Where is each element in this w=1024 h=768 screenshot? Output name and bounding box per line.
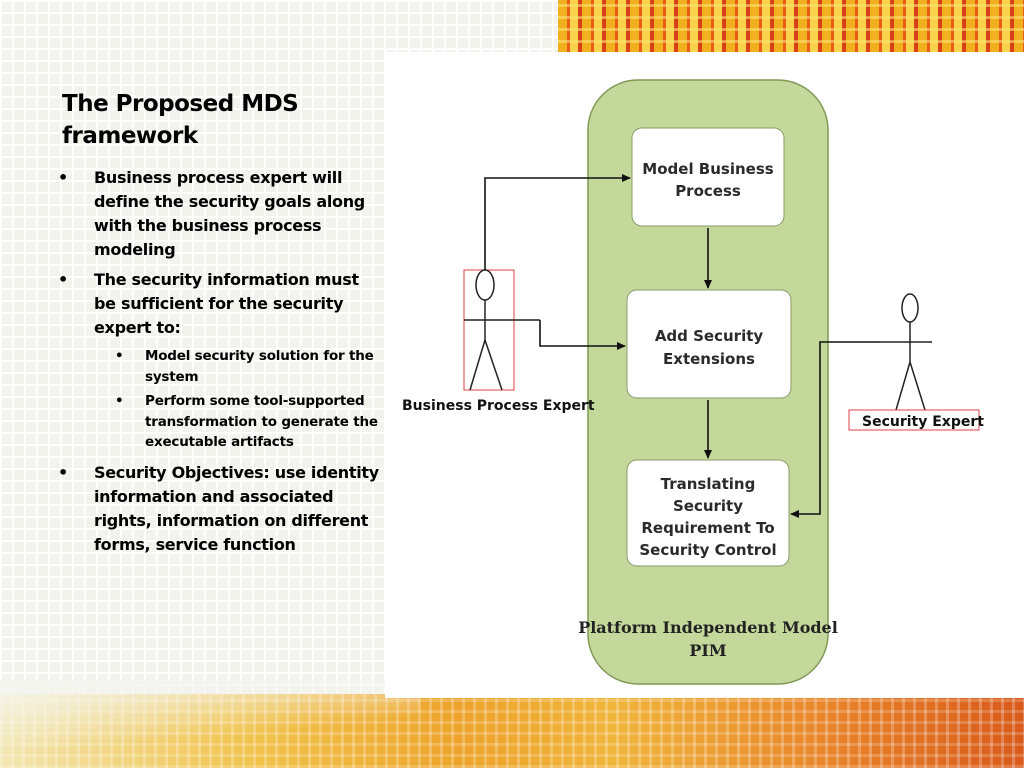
box-label-line: Model Business xyxy=(642,160,773,178)
security-expert-actor xyxy=(848,293,980,431)
model-business-process-box xyxy=(631,127,785,227)
box-label-line: Extensions xyxy=(663,350,755,368)
sub-bullet-item: • Model security solution for the system xyxy=(58,346,383,387)
sub-bullet-item: • Perform some tool-supported transforma… xyxy=(58,391,383,453)
bullet-text: Model security solution for the system xyxy=(145,348,374,385)
translating-security-box xyxy=(626,459,790,567)
bullet-item: • Security Objectives: use identity info… xyxy=(58,461,383,557)
business-process-expert-actor xyxy=(463,269,540,391)
bullet-glyph: • xyxy=(115,348,124,364)
bullet-text: Business process expert will define the … xyxy=(94,168,365,259)
bullet-glyph: • xyxy=(58,168,68,187)
box-label-line: Security Control xyxy=(639,541,776,559)
arrow-security-expert-to-box3 xyxy=(790,341,880,518)
pim-label-line1: Platform Independent Model xyxy=(578,618,838,637)
bullet-glyph: • xyxy=(58,270,68,289)
bullet-text: Perform some tool-supported transformati… xyxy=(145,393,378,450)
bullet-item: • The security information must be suffi… xyxy=(58,268,383,340)
pim-label-line2: PIM xyxy=(689,641,726,660)
bullet-glyph: • xyxy=(115,393,124,409)
top-decorative-band xyxy=(558,0,1024,52)
bullet-item: • Business process expert will define th… xyxy=(58,166,383,262)
security-expert-label: Security Expert xyxy=(862,414,984,430)
bottom-left-fade xyxy=(0,680,420,768)
bullet-glyph: • xyxy=(58,462,68,482)
box-label-line: Add Security xyxy=(655,327,764,345)
box-label-line: Requirement To xyxy=(641,519,774,537)
arrow-expert-to-box2 xyxy=(539,320,626,350)
bullet-text: Security Objectives: use identity inform… xyxy=(94,462,379,554)
box-label-line: Security xyxy=(673,497,743,515)
box-label-line: Translating xyxy=(661,475,756,493)
box-label-line: Process xyxy=(675,182,741,200)
bullet-list: • Business process expert will define th… xyxy=(58,166,383,563)
slide-title: The Proposed MDS framework xyxy=(62,91,299,149)
arrow-expert-to-box1 xyxy=(484,174,631,270)
add-security-extensions-box xyxy=(626,289,792,399)
business-process-expert-label: Business Process Expert xyxy=(402,398,595,414)
bullet-text: The security information must be suffici… xyxy=(94,270,359,337)
